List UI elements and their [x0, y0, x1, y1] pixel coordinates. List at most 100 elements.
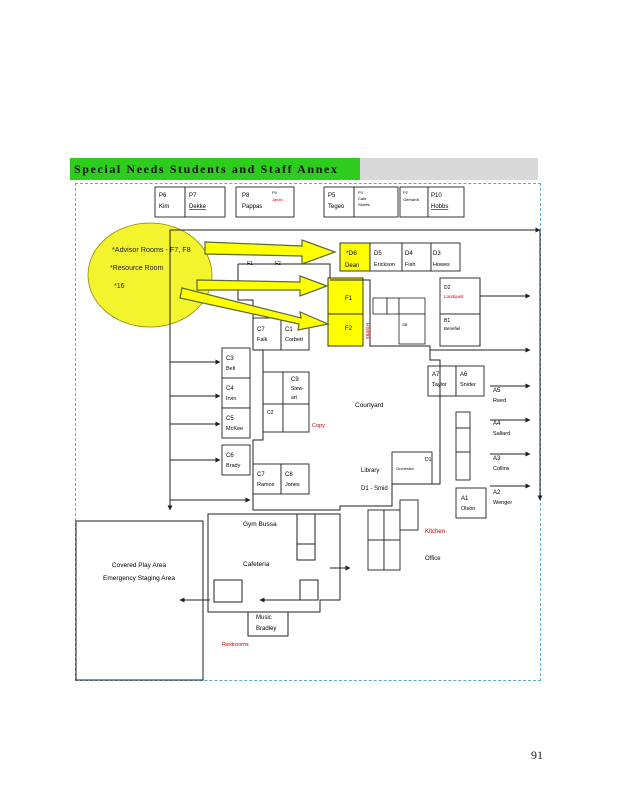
- room-d5-name: Erickson: [374, 262, 395, 268]
- a-wing: [427, 365, 487, 519]
- gym-cafeteria: [207, 513, 341, 637]
- room-p4-number: P4: [272, 190, 278, 195]
- room-c9-name: Stew-: [291, 386, 304, 392]
- room-p6-number: P6: [159, 193, 167, 199]
- library-title: Library: [361, 468, 379, 474]
- room-p3-number: P3: [358, 190, 364, 195]
- corridor-lines: [167, 227, 543, 603]
- room-f2-label: F2: [345, 326, 353, 332]
- portable-row: [154, 186, 465, 218]
- music-teacher: Bradley: [256, 626, 276, 632]
- room-c6-name: Brady: [226, 463, 241, 469]
- room-a2-number: A2: [493, 490, 501, 496]
- room-a5-name: Reed: [493, 398, 506, 404]
- room-p3-name: Cafe: [358, 196, 367, 201]
- room-a1-name: Olson: [461, 506, 475, 512]
- highlight-arrows: [179, 239, 337, 331]
- room-d3-name: Howes: [433, 262, 450, 268]
- room-p4-name: Jarvis: [272, 197, 282, 202]
- highlighted-rooms: [327, 242, 371, 347]
- room-c4-name: Irvin: [226, 396, 236, 402]
- room-c5-number: C5: [226, 416, 234, 422]
- room-p2-name: Gerhardt: [403, 197, 420, 202]
- room-c7b-name: Ramos: [257, 482, 275, 488]
- room-c7-name: Falk: [257, 337, 268, 343]
- room-c8-number: C8: [285, 472, 293, 478]
- label-red-kitchen: Kitchen: [425, 529, 445, 535]
- page-number: 91: [531, 748, 543, 762]
- room-p7-name: Dekke: [189, 204, 207, 210]
- music-title: Music: [256, 615, 272, 621]
- room-d4-name: Fish: [405, 262, 415, 268]
- cafeteria-label: Cafeteria: [243, 561, 270, 568]
- label-office: Office: [425, 556, 441, 562]
- callout-line-2: *Resource Room: [110, 265, 163, 272]
- room-p5-number: P5: [328, 193, 336, 199]
- room-c2-number: C2: [267, 410, 274, 416]
- room-a7-name: Taylor: [432, 382, 447, 388]
- room-p7-number: P7: [189, 193, 197, 199]
- room-c9-number: C9: [291, 377, 299, 383]
- building-outline: [237, 263, 481, 511]
- label-copy: Copy: [312, 423, 325, 429]
- courtyard-label: Courtyard: [355, 402, 384, 409]
- room-f1-label: F1: [345, 296, 353, 302]
- room-a3-name: Collins: [493, 466, 510, 472]
- room-a4-number: A4: [493, 421, 501, 427]
- room-a6-name: Snider: [460, 382, 476, 388]
- library-room: D1 - Smid: [361, 486, 388, 492]
- room-f1f2-label: F1: [247, 261, 253, 267]
- covered-play-line-2: Emergency Staging Area: [103, 575, 175, 582]
- callout-line-1: *Advisor Rooms - F7, F8: [112, 245, 191, 254]
- room-c3-name: Bell: [226, 366, 235, 372]
- room-p5-name: Tegeo: [328, 204, 345, 210]
- label-restrooms: Restrooms: [222, 642, 249, 648]
- room-a2-name: Wenger: [493, 500, 512, 506]
- room-c4-number: C4: [226, 386, 234, 392]
- covered-play-line-1: Covered Play Area: [112, 562, 167, 569]
- room-c1-number: C1: [285, 327, 293, 333]
- label-sb: SB: [402, 322, 408, 327]
- room-c7b-number: C7: [257, 472, 265, 478]
- label-red-rooms: Rooms: [364, 323, 370, 339]
- room-b1-number: B1: [444, 318, 450, 324]
- label-orchestra: Orchestra: [396, 466, 414, 471]
- room-p2-number: P2: [403, 190, 409, 195]
- room-d1-label: D1: [425, 457, 432, 463]
- room-d6-number: *D6: [346, 250, 357, 257]
- room-c8-name: Jones: [285, 482, 300, 488]
- room-d5-number: D5: [374, 251, 382, 257]
- d-wing: [369, 242, 481, 347]
- room-a1-number: A1: [461, 496, 469, 502]
- room-p8-name: Pappas: [242, 204, 262, 210]
- room-d4-number: D4: [405, 251, 413, 257]
- room-p8-number: P8: [242, 193, 250, 199]
- room-a6-number: A6: [460, 372, 468, 378]
- room-a5-number: A5: [493, 388, 501, 394]
- room-a3-number: A3: [493, 456, 501, 462]
- room-d2-name: Lundquist: [444, 294, 464, 299]
- room-d6-name: Dean: [345, 263, 359, 269]
- room-c7-number: C7: [257, 327, 265, 333]
- room-p6-name: Kim: [159, 204, 169, 210]
- room-c1-name: Corbett: [285, 337, 304, 343]
- room-c5-name: McKee: [226, 426, 243, 432]
- callout-line-3: *16: [114, 283, 125, 290]
- room-d3-number: D3: [433, 251, 441, 257]
- page-title: Special Needs Students and Staff Annex: [70, 158, 360, 180]
- room-a4-name: Sallard: [493, 431, 510, 437]
- room-p10-number: P10: [431, 193, 442, 199]
- room-d2-number: D2: [444, 285, 451, 291]
- room-c6-number: C6: [226, 453, 234, 459]
- gym-label: Gym Bussa: [243, 521, 277, 528]
- inner-offices: [372, 297, 426, 345]
- room-f2-top-label: F2: [275, 261, 281, 267]
- callout-ellipse: [87, 222, 213, 328]
- room-c3-number: C3: [226, 356, 234, 362]
- room-p10-name: Hobbs: [431, 204, 448, 210]
- room-a7-number: A7: [432, 372, 440, 378]
- room-p3-sub: Stores: [358, 202, 370, 207]
- room-c9-name-2: art: [291, 395, 297, 401]
- room-b1-name: Benefiel: [444, 326, 460, 331]
